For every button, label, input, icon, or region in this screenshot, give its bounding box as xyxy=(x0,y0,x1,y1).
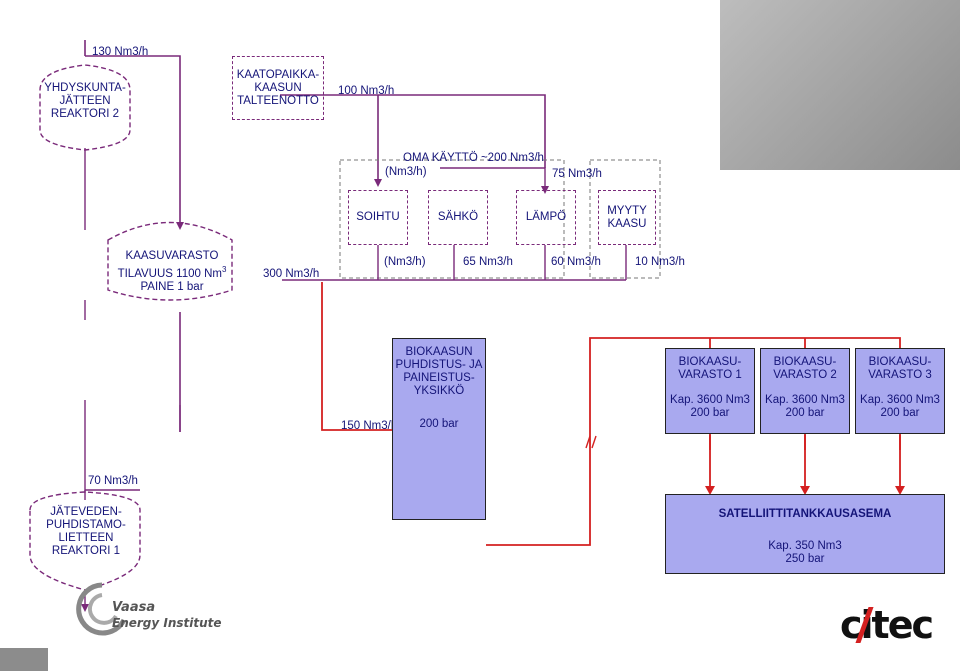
background-panel-bottom-left xyxy=(0,648,48,671)
sahko-box: SÄHKÖ xyxy=(428,190,488,245)
flow-label-10: 10 Nm3/h xyxy=(635,256,685,268)
flow-label-300: 300 Nm3/h xyxy=(263,268,320,280)
biokaasuvarasto-3 xyxy=(855,348,945,434)
lampo-box: LÄMPÖ xyxy=(516,190,576,245)
vaasa-energy-logo: Vaasa Energy Institute xyxy=(72,580,222,640)
biokaasuvarasto-1 xyxy=(665,348,755,434)
background-panel-right xyxy=(720,0,960,170)
biokaasuvarasto-2 xyxy=(760,348,850,434)
satelliitti-kap: Kap. 350 Nm3 xyxy=(768,540,842,552)
flow-label-150: 150 Nm3/h xyxy=(341,420,398,432)
kaasuvarasto-label: KAASUVARASTO TILAVUUS 1100 Nm3 PAINE 1 b… xyxy=(117,250,227,293)
flow-label-75: 75 Nm3/h xyxy=(552,168,602,180)
satelliittitankkausasema xyxy=(665,494,945,574)
flow-unit-mid: (Nm3/h) xyxy=(384,256,426,268)
soihtu-box: SOIHTU xyxy=(348,190,408,245)
flow-label-65: 65 Nm3/h xyxy=(463,256,513,268)
flow-label-100: 100 Nm3/h xyxy=(338,85,395,97)
oma-kaytto-label: OMA KÄYTTÖ ~200 Nm3/h xyxy=(403,152,544,164)
satelliitti-bar: 250 bar xyxy=(785,553,825,565)
citec-logo: citec xyxy=(840,603,934,647)
flow-unit-top: (Nm3/h) xyxy=(385,166,427,178)
puhdistus-pressure: 200 bar xyxy=(419,418,459,430)
flow-label-60: 60 Nm3/h xyxy=(551,256,601,268)
flow-label-70: 70 Nm3/h xyxy=(88,475,138,487)
flow-label-130: 130 Nm3/h xyxy=(92,46,149,58)
puhdistus-unit xyxy=(392,338,486,520)
satelliitti-title: SATELLIITTITANKKAUSASEMA xyxy=(718,508,892,520)
